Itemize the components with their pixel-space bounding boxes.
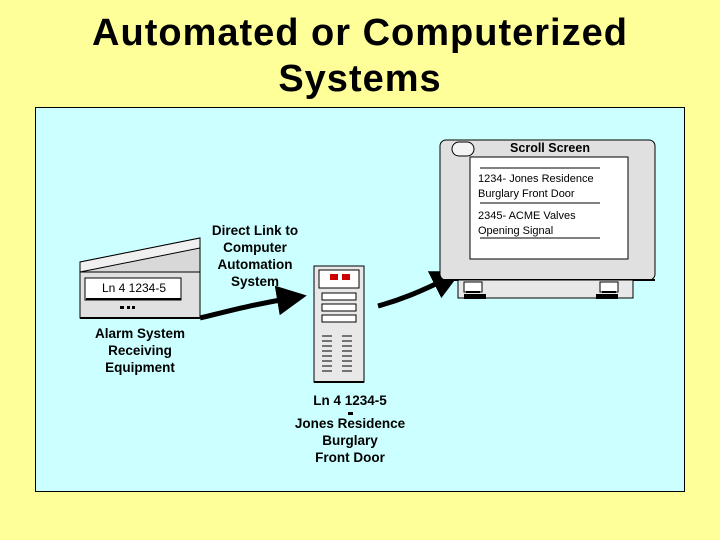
receiver-display-text: Ln 4 1234-5: [101, 281, 167, 295]
computer-caption: Ln 4 1234-5 Jones Residence Burglary Fro…: [270, 392, 430, 466]
computer-line-3: Burglary: [322, 433, 378, 448]
link-caption: Direct Link to Computer Automation Syste…: [190, 222, 320, 290]
link-arrow-computer-to-monitor: [377, 271, 462, 309]
computer-line-2: Jones Residence: [294, 416, 406, 431]
title-line-1: Automated or Computerized: [92, 12, 628, 54]
alarm-receiver-device: [79, 237, 201, 319]
title-line-2: Systems: [278, 58, 442, 100]
monitor-entry-1: 1234- Jones Residence Burglary Front Doo…: [478, 172, 594, 202]
link-caption-line: Computer: [223, 240, 287, 255]
link-caption-line: Direct Link to: [211, 223, 299, 238]
monitor-entry-line: Opening Signal: [478, 225, 554, 237]
receiver-caption-line: Alarm System: [94, 326, 186, 341]
receiver-caption-line: Receiving: [108, 343, 172, 358]
link-arrow-receiver-to-computer: [199, 285, 307, 321]
monitor-entry-line: 2345- ACME Valves: [478, 210, 576, 222]
monitor-entry-2: 2345- ACME Valves Opening Signal: [478, 209, 576, 239]
computer-line-4: Front Door: [315, 450, 385, 465]
monitor-header: Scroll Screen: [510, 141, 590, 155]
computer-text-separator: [348, 412, 353, 415]
computer-line-1: Ln 4 1234-5: [313, 393, 387, 408]
link-caption-line: System: [230, 274, 280, 289]
computer-tower: [313, 265, 365, 383]
monitor-entry-line: Burglary Front Door: [478, 188, 575, 200]
monitor: [439, 139, 656, 299]
receiver-caption-line: Equipment: [105, 360, 175, 375]
monitor-entry-line: 1234- Jones Residence: [478, 173, 594, 185]
slide-title: Automated or Computerized Systems: [0, 10, 720, 102]
link-caption-line: Automation: [217, 257, 293, 272]
receiver-caption: Alarm System Receiving Equipment: [70, 325, 210, 376]
